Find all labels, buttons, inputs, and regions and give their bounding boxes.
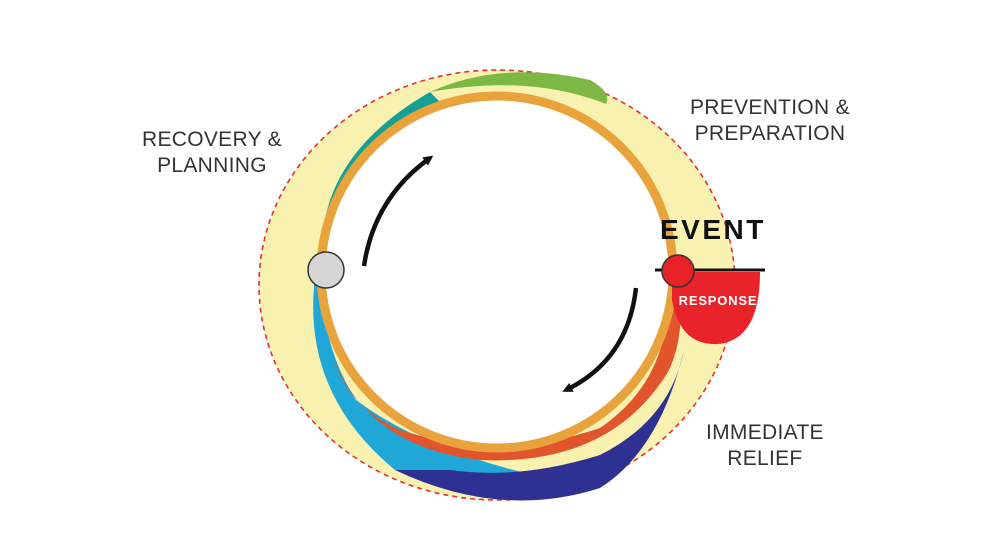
immediate-relief-label: IMMEDIATE RELIEF [706,420,824,472]
cycle-ring [316,91,678,453]
recovery-marker [307,251,345,289]
relief-label-line2: RELIEF [727,447,803,470]
event-title: EVENT [660,214,766,245]
recovery-planning-label: RECOVERY & PLANNING [142,127,282,179]
response-label: RESPONSE [679,293,758,308]
recovery-label-line1: RECOVERY & [142,128,282,151]
relief-label-line1: IMMEDIATE [706,421,824,444]
cycle-arrow-bottom-icon [562,287,639,393]
prevention-preparation-label: PREVENTION & PREPARATION [690,95,850,147]
recovery-label-line2: PLANNING [157,154,267,177]
light-blue-band [313,270,530,484]
green-band [430,72,608,104]
response-blob [672,272,760,345]
prevention-label-line1: PREVENTION & [690,96,850,119]
dark-blue-band [395,350,684,501]
cycle-arrow-top-icon [361,155,434,267]
event-marker [661,254,695,288]
prevention-label-line2: PREPARATION [694,122,846,145]
